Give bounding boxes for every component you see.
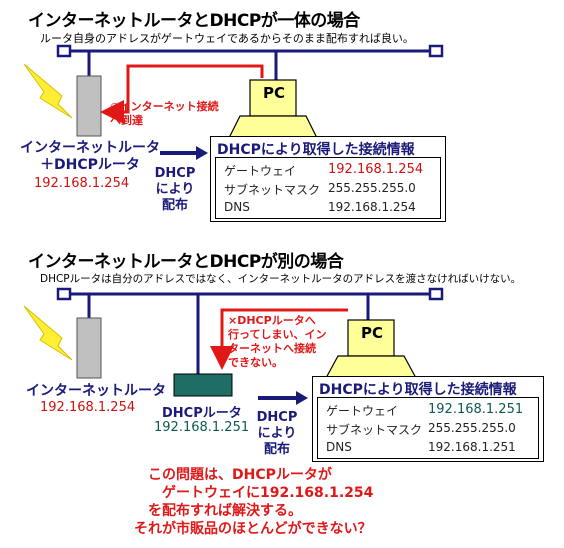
gateway-value-2: 192.168.1.251 <box>428 402 524 417</box>
distribute-label-2-line: DHCP <box>256 410 298 425</box>
bus-line-1 <box>56 44 444 80</box>
lightning-icon-2 <box>23 305 73 361</box>
router-label-1: インターネットルータ ＋DHCPルータ <box>20 140 160 174</box>
subnet-label-2: サブネットマスク <box>326 423 423 437</box>
pc-label-2: PC <box>360 324 383 342</box>
info-box-1: DHCPにより取得した接続情報 ゲートウェイ 192.168.1.254 サブネ… <box>210 136 446 222</box>
router-label-1-line: インターネットルータ <box>20 140 160 156</box>
router-ip-1: 192.168.1.254 <box>34 176 130 191</box>
bottom-note: この問題は、DHCPルータが ゲートウェイに192.168.1.254 を配布す… <box>128 466 373 538</box>
arrow-note-2-line: ターネットへ接続 <box>228 342 316 355</box>
blue-arrow-1 <box>160 146 208 160</box>
section1-title: インターネットルータとDHCPが一体の場合 <box>28 11 360 31</box>
subnet-label-1: サブネットマスク <box>224 183 321 197</box>
gateway-value-1: 192.168.1.254 <box>328 162 424 177</box>
arrow-note-2-line: 行ってしまい、イン <box>228 328 327 341</box>
router-label-2: インターネットルータ <box>26 383 166 399</box>
bottom-note-line: この問題は、DHCPルータが <box>148 467 332 483</box>
section2-title: インターネットルータとDHCPが別の場合 <box>28 252 344 272</box>
distribute-label-2-line: により <box>257 426 297 441</box>
pc-label-1: PC <box>262 84 285 102</box>
bus-line-2 <box>56 287 444 374</box>
dhcp-router-box <box>173 373 233 397</box>
info-box-2-title: DHCPにより取得した接続情報 <box>319 382 517 398</box>
gateway-label-1: ゲートウェイ <box>224 164 297 178</box>
dhcp-router-label: DHCPルータ <box>162 406 242 421</box>
dns-label-2: DNS <box>326 440 352 454</box>
router-ip-2: 192.168.1.254 <box>40 400 136 415</box>
distribute-label-1-line: により <box>155 182 195 197</box>
arrow-note-1-line: へ到達 <box>110 114 143 127</box>
section1-subtitle: ルータ自身のアドレスがゲートウェイであるからそのまま配布すれば良い。 <box>40 32 414 45</box>
distribute-label-2: DHCP により 配布 <box>252 410 302 458</box>
arrow-note-1-line: ○インターネット接続 <box>110 100 219 113</box>
router-box-1 <box>76 75 102 137</box>
info-box-1-table: ゲートウェイ 192.168.1.254 サブネットマスク 255.255.25… <box>215 157 441 219</box>
arrow-note-1: ○インターネット接続 へ到達 <box>110 100 219 128</box>
pc-icon-1 <box>227 79 319 141</box>
subnet-value-2: 255.255.255.0 <box>428 421 516 435</box>
distribute-label-1-line: 配布 <box>161 198 188 213</box>
bottom-note-line: を配布すれば解決する。 <box>148 503 302 519</box>
pc-icon-2 <box>324 319 418 379</box>
router-label-1-line: ＋DHCPルータ <box>40 157 140 173</box>
info-box-2-table: ゲートウェイ 192.168.1.251 サブネットマスク 255.255.25… <box>317 397 539 459</box>
bottom-note-line: ゲートウェイに192.168.1.254 <box>162 485 374 501</box>
info-box-2: DHCPにより取得した接続情報 ゲートウェイ 192.168.1.251 サブネ… <box>312 376 544 462</box>
red-arrow-2 <box>210 308 348 370</box>
dns-value-1: 192.168.1.254 <box>328 200 416 214</box>
subnet-value-1: 255.255.255.0 <box>328 181 416 195</box>
red-arrow-1 <box>100 64 264 124</box>
router-box-2 <box>76 317 102 379</box>
gateway-label-2: ゲートウェイ <box>326 404 399 418</box>
lightning-icon-1 <box>23 63 73 119</box>
bottom-note-line: それが市販品のほとんどができない？ <box>134 521 372 537</box>
distribute-label-1-line: DHCP <box>154 166 196 181</box>
dns-label-1: DNS <box>224 200 250 214</box>
dns-value-2: 192.168.1.251 <box>428 440 516 454</box>
blue-arrow-2 <box>258 391 308 405</box>
distribute-label-2-line: 配布 <box>263 442 290 457</box>
arrow-note-2: ×DHCPルータへ 行ってしまい、イン ターネットへ接続 できない。 <box>228 314 326 370</box>
arrow-note-2-line: できない。 <box>228 356 283 369</box>
distribute-label-1: DHCP により 配布 <box>150 166 200 214</box>
info-box-1-title: DHCPにより取得した接続情報 <box>217 142 415 158</box>
section2-subtitle: DHCPルータは自分のアドレスではなく、インターネットルータのアドレスを渡さなけ… <box>40 273 522 285</box>
arrow-note-2-line: ×DHCPルータへ <box>228 314 316 327</box>
dhcp-router-ip: 192.168.1.251 <box>154 420 250 435</box>
